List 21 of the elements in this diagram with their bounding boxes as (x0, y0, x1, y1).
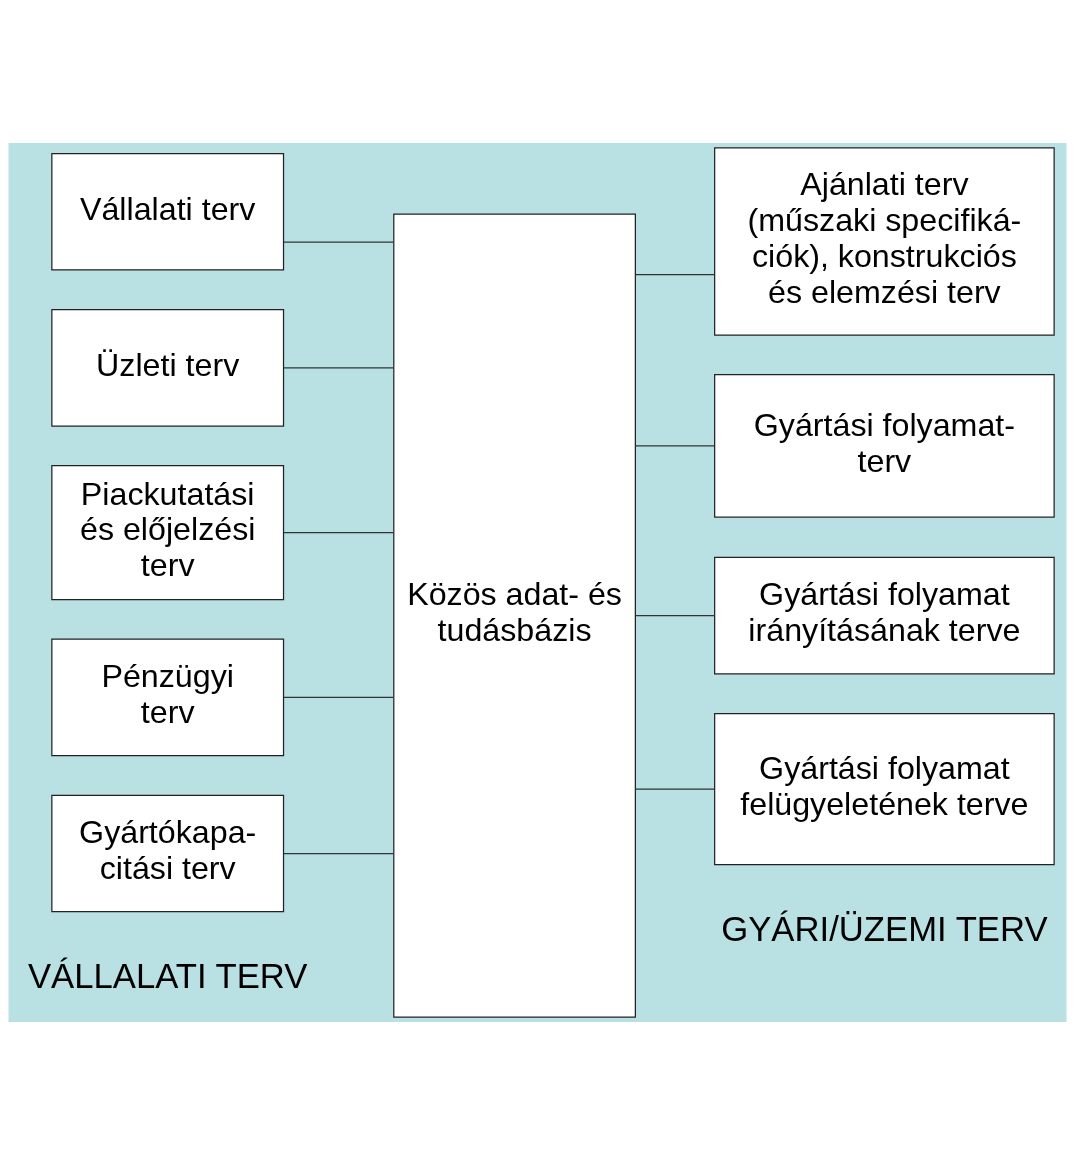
connector (635, 615, 715, 617)
node-box: Gyártási folyamat- terv (714, 374, 1055, 518)
connector (283, 367, 394, 369)
node-box: Gyártási folyamat felügyeletének terve (714, 712, 1055, 866)
connector (635, 274, 715, 276)
node-box: Közös adat- és tudásbázis (393, 213, 636, 1018)
node-box: Gyártási folyamat irányításának terve (714, 556, 1055, 675)
node-box: Ajánlati terv (műszaki specifiká- ciók), konstrukciós és elemzési terv (714, 147, 1055, 336)
connector (283, 241, 394, 243)
label: GYÁRI/ÜZEMI TERV (721, 910, 1048, 949)
node-box: Piackutatási és előjelzési terv (51, 465, 285, 601)
node-box: Vállalati terv (51, 152, 285, 271)
connector (635, 445, 715, 447)
connector (283, 852, 394, 855)
label: VÁLLALATI TERV (27, 957, 308, 996)
connector (283, 532, 394, 534)
connector (635, 788, 715, 790)
node-box: Üzleti terv (51, 309, 285, 427)
node-box: Gyártókapa- citási terv (51, 794, 285, 913)
connector (283, 696, 394, 699)
node-box: Pénzügyi terv (51, 638, 285, 757)
